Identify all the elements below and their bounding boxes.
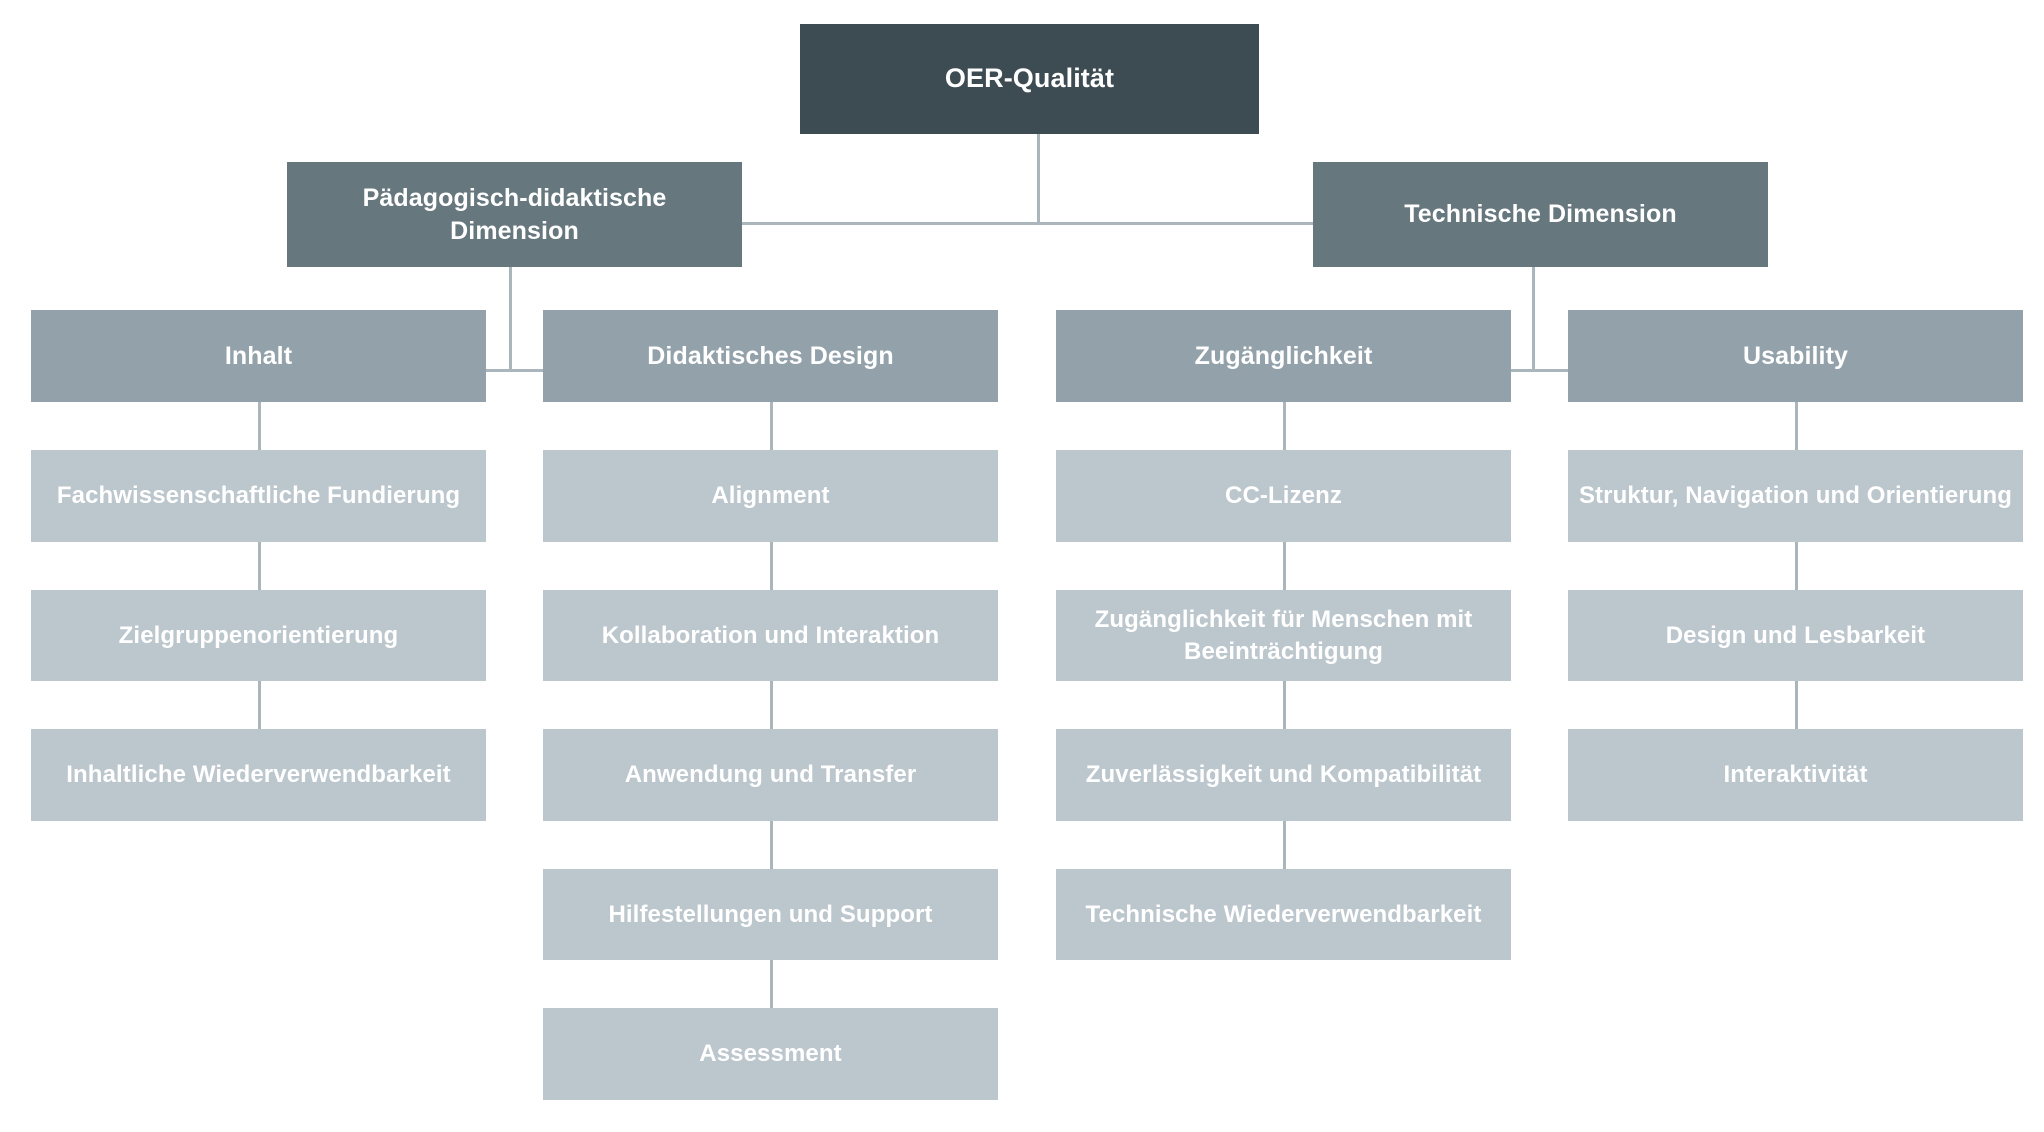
connector-zugang-3	[1283, 681, 1286, 729]
connector-root-stem	[1037, 134, 1040, 224]
node-criterion-cc-lizenz[interactable]: CC-Lizenz	[1056, 450, 1511, 542]
node-criterion-fachwissenschaftliche-fundierung[interactable]: Fachwissenschaftliche Fundierung	[31, 450, 486, 542]
node-category-usability[interactable]: Usability	[1568, 310, 2023, 402]
node-criterion-struktur-navigation-und-orientierung[interactable]: Struktur, Navigation und Orientierung	[1568, 450, 2023, 542]
node-criterion-kollaboration-und-interaktion[interactable]: Kollaboration und Interaktion	[543, 590, 998, 681]
connector-usability-2	[1795, 542, 1798, 590]
node-technische-dimension[interactable]: Technische Dimension	[1313, 162, 1768, 267]
node-criterion-zugaenglichkeit-fuer-menschen-mit-beeintraechtigung[interactable]: Zugänglichkeit für Menschen mit Beeinträ…	[1056, 590, 1511, 681]
connector-didaktik-4	[770, 821, 773, 869]
node-criterion-assessment[interactable]: Assessment	[543, 1008, 998, 1100]
connector-zugang-1	[1283, 402, 1286, 450]
node-criterion-inhaltliche-wiederverwendbarkeit[interactable]: Inhaltliche Wiederverwendbarkeit	[31, 729, 486, 821]
connector-didaktik-2	[770, 542, 773, 590]
node-criterion-zielgruppenorientierung[interactable]: Zielgruppenorientierung	[31, 590, 486, 681]
node-category-zugaenglichkeit[interactable]: Zugänglichkeit	[1056, 310, 1511, 402]
node-category-didaktisches-design[interactable]: Didaktisches Design	[543, 310, 998, 402]
node-criterion-interaktivitaet[interactable]: Interaktivität	[1568, 729, 2023, 821]
connector-pedagogic-bar	[330, 369, 690, 372]
node-criterion-zuverlaessigkeit-und-kompatibilitaet[interactable]: Zuverlässigkeit und Kompatibilität	[1056, 729, 1511, 821]
node-criterion-hilfestellungen-und-support[interactable]: Hilfestellungen und Support	[543, 869, 998, 960]
node-criterion-alignment[interactable]: Alignment	[543, 450, 998, 542]
connector-inhalt-3	[258, 681, 261, 729]
node-category-inhalt[interactable]: Inhalt	[31, 310, 486, 402]
connector-didaktik-3	[770, 681, 773, 729]
node-oer-qualitaet[interactable]: OER-Qualität	[800, 24, 1259, 134]
node-criterion-technische-wiederverwendbarkeit[interactable]: Technische Wiederverwendbarkeit	[1056, 869, 1511, 960]
connector-usability-1	[1795, 402, 1798, 450]
node-criterion-anwendung-und-transfer[interactable]: Anwendung und Transfer	[543, 729, 998, 821]
connector-dimension-spine	[742, 222, 1332, 225]
connector-technical-bar	[1496, 369, 1606, 372]
connector-pedagogic-stem	[509, 267, 512, 372]
connector-zugang-2	[1283, 542, 1286, 590]
connector-inhalt-2	[258, 542, 261, 590]
connector-didaktik-1	[770, 402, 773, 450]
node-criterion-design-und-lesbarkeit[interactable]: Design und Lesbarkeit	[1568, 590, 2023, 681]
connector-inhalt-1	[258, 402, 261, 450]
connector-usability-3	[1795, 681, 1798, 729]
node-paedagogisch-didaktische-dimension[interactable]: Pädagogisch-didaktische Dimension	[287, 162, 742, 267]
connector-didaktik-5	[770, 960, 773, 1008]
connector-technical-stem	[1532, 267, 1535, 372]
connector-zugang-4	[1283, 821, 1286, 869]
